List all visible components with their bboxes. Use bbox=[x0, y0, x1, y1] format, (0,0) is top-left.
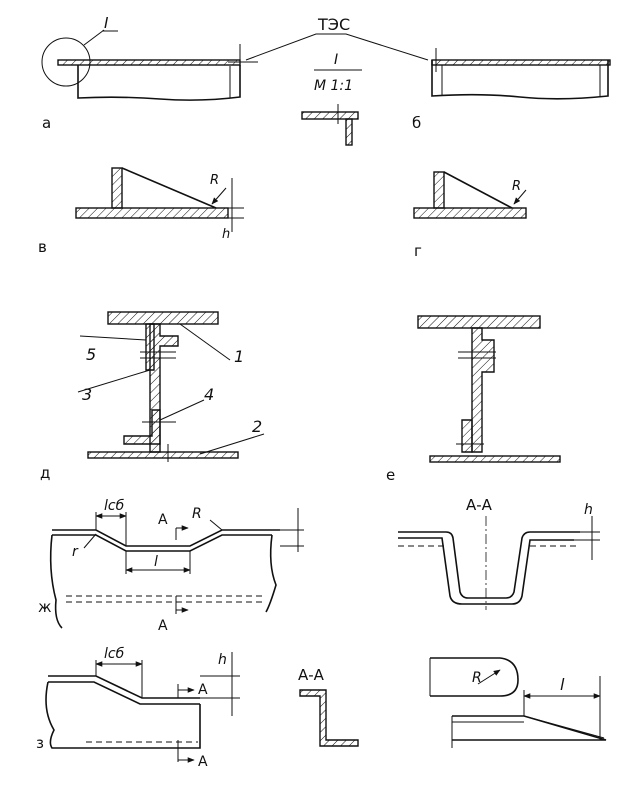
corrugation-top-zh bbox=[52, 529, 280, 547]
joggle-top-z bbox=[48, 675, 200, 699]
angle-5 bbox=[145, 323, 155, 371]
label-zh: ж bbox=[38, 598, 52, 616]
detail-circle bbox=[41, 37, 91, 87]
leader-4 bbox=[159, 399, 205, 421]
chamfer-line-v bbox=[121, 167, 217, 209]
label-g: г bbox=[414, 242, 422, 260]
label-e: е bbox=[386, 466, 395, 484]
channel-outer-upper bbox=[398, 531, 580, 599]
stiffener-v bbox=[111, 167, 123, 209]
z-profile-section bbox=[299, 689, 359, 747]
radius-small-label-zh: r bbox=[72, 544, 79, 560]
leader-5 bbox=[79, 335, 147, 341]
thickness-label-z: h bbox=[218, 652, 227, 668]
panel-skin-a bbox=[57, 59, 241, 66]
section-mark-bot-zh: A bbox=[158, 618, 168, 634]
panel-body-a bbox=[77, 65, 241, 101]
tes-leader bbox=[245, 33, 429, 61]
label-a: а bbox=[42, 114, 51, 132]
callout-5: 5 bbox=[86, 345, 96, 364]
figure-e: е bbox=[386, 315, 561, 484]
length-label-zh: l bbox=[154, 554, 158, 570]
radius-leader-v bbox=[211, 187, 227, 205]
leader-2 bbox=[199, 433, 265, 455]
joggle-bottom-z bbox=[48, 681, 200, 705]
detail-view-i: I M 1:1 bbox=[301, 52, 362, 146]
thickness-label-upper: h bbox=[584, 502, 593, 518]
figure-v: R h в bbox=[38, 167, 244, 256]
section-title-upper: А-А bbox=[466, 496, 493, 514]
corrugation-bottom-zh bbox=[52, 534, 272, 552]
detail-view-scale: M 1:1 bbox=[314, 78, 353, 94]
label-b: б bbox=[412, 114, 421, 132]
section-aa-upper: А-А h bbox=[398, 496, 600, 610]
callout-3: 3 bbox=[82, 385, 92, 404]
section-mark-bot-z: A bbox=[198, 754, 208, 770]
detail-leader bbox=[83, 29, 105, 46]
web-e bbox=[471, 327, 495, 453]
radius-leader-zh bbox=[209, 519, 223, 531]
stiffener-g bbox=[433, 171, 445, 209]
radius-leader-g bbox=[513, 189, 527, 205]
length-sb-label-zh: lсб bbox=[104, 498, 125, 514]
taper-line bbox=[523, 715, 605, 739]
panel-skin-b bbox=[431, 59, 611, 66]
tes-callout: ТЭС bbox=[245, 15, 429, 61]
length-label-taper: l bbox=[560, 675, 565, 694]
flange-v bbox=[75, 207, 229, 219]
tes-label: ТЭС bbox=[317, 15, 350, 34]
radius-label-g: R bbox=[512, 179, 521, 194]
length-sb-label-z: lсб bbox=[104, 646, 125, 662]
label-z: з bbox=[36, 734, 44, 752]
leader-1 bbox=[179, 323, 231, 361]
radius-label-zh: R bbox=[192, 506, 202, 522]
detail-web bbox=[345, 118, 353, 146]
label-v: в bbox=[38, 238, 47, 256]
panel-body-b bbox=[431, 60, 609, 100]
detail-mark-label: I bbox=[104, 14, 109, 32]
break-right-zh bbox=[265, 534, 277, 613]
radius-leader-corner bbox=[477, 669, 501, 685]
break-left-zh bbox=[49, 534, 63, 629]
angle-4 bbox=[123, 409, 161, 445]
callout-1: 1 bbox=[234, 347, 244, 366]
callout-2: 2 bbox=[252, 417, 262, 436]
flange-g bbox=[413, 207, 527, 219]
figure-a: I а bbox=[41, 14, 258, 132]
label-d: д bbox=[40, 464, 50, 482]
section-title-lower: А-А bbox=[298, 666, 325, 684]
callout-4: 4 bbox=[204, 385, 214, 404]
base-flange-2 bbox=[87, 451, 239, 459]
cap-flange-e bbox=[417, 315, 541, 329]
cap-flange-1 bbox=[107, 311, 219, 325]
radius-label-corner: R bbox=[472, 670, 482, 686]
channel-inner-upper bbox=[398, 537, 574, 605]
section-mark-top-zh: A bbox=[158, 512, 168, 528]
tapered-edge-part bbox=[452, 715, 607, 741]
radius-label-v: R bbox=[210, 173, 219, 188]
figure-z: lсб h A A з bbox=[36, 646, 240, 770]
detail-view-title: I bbox=[334, 52, 338, 68]
figure-d: 5 1 3 4 2 д bbox=[40, 311, 265, 482]
chamfer-line-g bbox=[443, 171, 513, 209]
figure-b: б bbox=[412, 48, 611, 132]
body-z bbox=[45, 681, 201, 749]
rounded-corner-part bbox=[430, 657, 519, 697]
base-flange-e bbox=[429, 455, 561, 463]
figure-g: R г bbox=[413, 171, 527, 260]
thickness-label-v: h bbox=[222, 227, 230, 242]
section-mark-top-z: A bbox=[198, 682, 208, 698]
radius-small-leader-zh bbox=[83, 533, 97, 549]
edge-details: R l bbox=[429, 657, 607, 748]
angle-e bbox=[461, 419, 473, 453]
leader-3 bbox=[77, 369, 151, 393]
section-aa-lower: А-А bbox=[298, 666, 359, 747]
figure-zh: l lсб R r A A ж bbox=[38, 498, 304, 634]
detail-skin bbox=[301, 111, 359, 120]
